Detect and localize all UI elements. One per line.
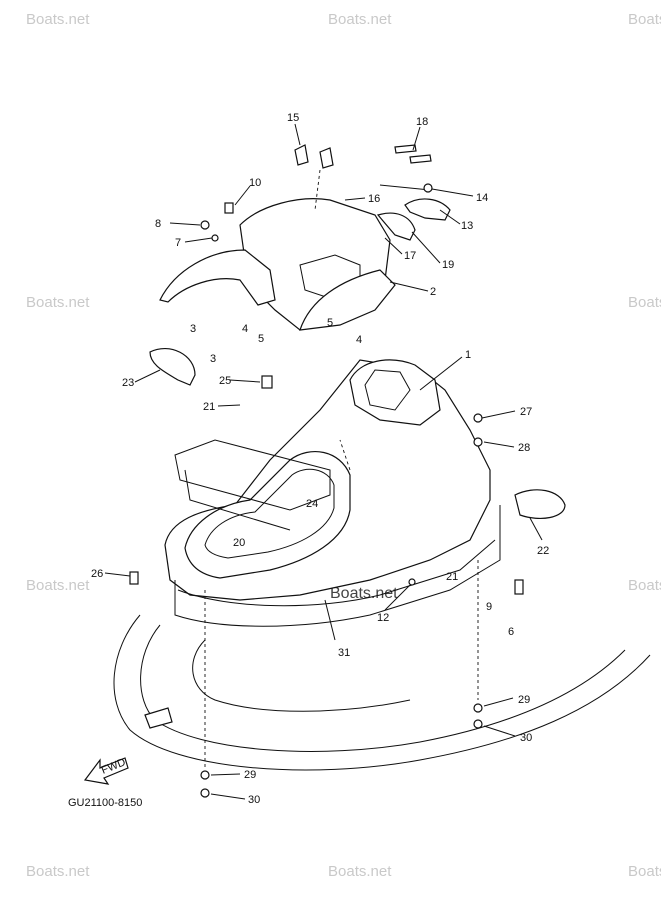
callout-25: 25 [219,375,231,387]
callout-13: 13 [461,220,473,232]
hull-drawing [104,123,651,800]
watermark-9: Boats.net [328,863,392,880]
washer-29-right [473,703,483,713]
watermark-6: Boats.net [26,577,90,594]
callout-28: 28 [518,442,530,454]
nut-8 [200,220,210,230]
callout-3-a: 3 [190,323,196,335]
nut-14 [423,183,433,193]
callout-26: 26 [91,568,103,580]
watermark-10: Boats.net [628,863,661,880]
watermark-3: Boats.net [628,11,661,28]
callout-30-left: 30 [248,794,260,806]
callout-7: 7 [175,237,181,249]
nut-30-left [200,788,210,798]
bolt-27 [473,413,483,423]
callout-30-right: 30 [520,732,532,744]
watermark-center: Boats.net [330,585,398,602]
nut-30-right [473,719,483,729]
grommet-25 [261,375,273,389]
callout-9: 9 [486,601,492,613]
callout-2: 2 [430,286,436,298]
bolt-10 [224,202,234,214]
callout-29-right: 29 [518,694,530,706]
callout-4-b: 4 [356,334,362,346]
callout-19: 19 [442,259,454,271]
watermark-1: Boats.net [26,11,90,28]
callout-21-b: 21 [446,571,458,583]
callout-6: 6 [508,626,514,638]
diagram-code: GU21100-8150 [68,797,142,809]
callout-20: 20 [233,537,245,549]
callout-17: 17 [404,250,416,262]
watermarks: Boats.net Boats.net Boats.net Boats.net … [26,11,661,880]
callout-10: 10 [249,177,261,189]
callout-23: 23 [122,377,134,389]
watermark-5: Boats.net [628,294,661,311]
callout-15: 15 [287,112,299,124]
watermark-7: Boats.net [628,577,661,594]
watermark-2: Boats.net [328,11,392,28]
washer-28 [473,437,483,447]
callouts: 1 2 3 3 4 4 5 5 6 7 8 9 10 12 13 14 15 1… [91,112,549,806]
callout-29-left: 29 [244,769,256,781]
callout-14: 14 [476,192,488,204]
callout-24: 24 [306,498,318,510]
callout-3-b: 3 [210,353,216,365]
grommet-12 [408,578,416,586]
callout-4-a: 4 [242,323,248,335]
watermark-4: Boats.net [26,294,90,311]
callout-18: 18 [416,116,428,128]
bolt-26 [129,571,139,585]
bolt-6 [514,579,524,595]
callout-27: 27 [520,406,532,418]
callout-22: 22 [537,545,549,557]
watermark-8: Boats.net [26,863,90,880]
callout-1: 1 [465,349,471,361]
forward-arrow-icon: FWD [83,756,129,785]
callout-5-b: 5 [327,317,333,329]
callout-31: 31 [338,647,350,659]
washer-7 [211,234,219,242]
callout-8: 8 [155,218,161,230]
washer-29-left [200,770,210,780]
callout-21-a: 21 [203,401,215,413]
callout-5-a: 5 [258,333,264,345]
callout-12: 12 [377,612,389,624]
callout-16: 16 [368,193,380,205]
